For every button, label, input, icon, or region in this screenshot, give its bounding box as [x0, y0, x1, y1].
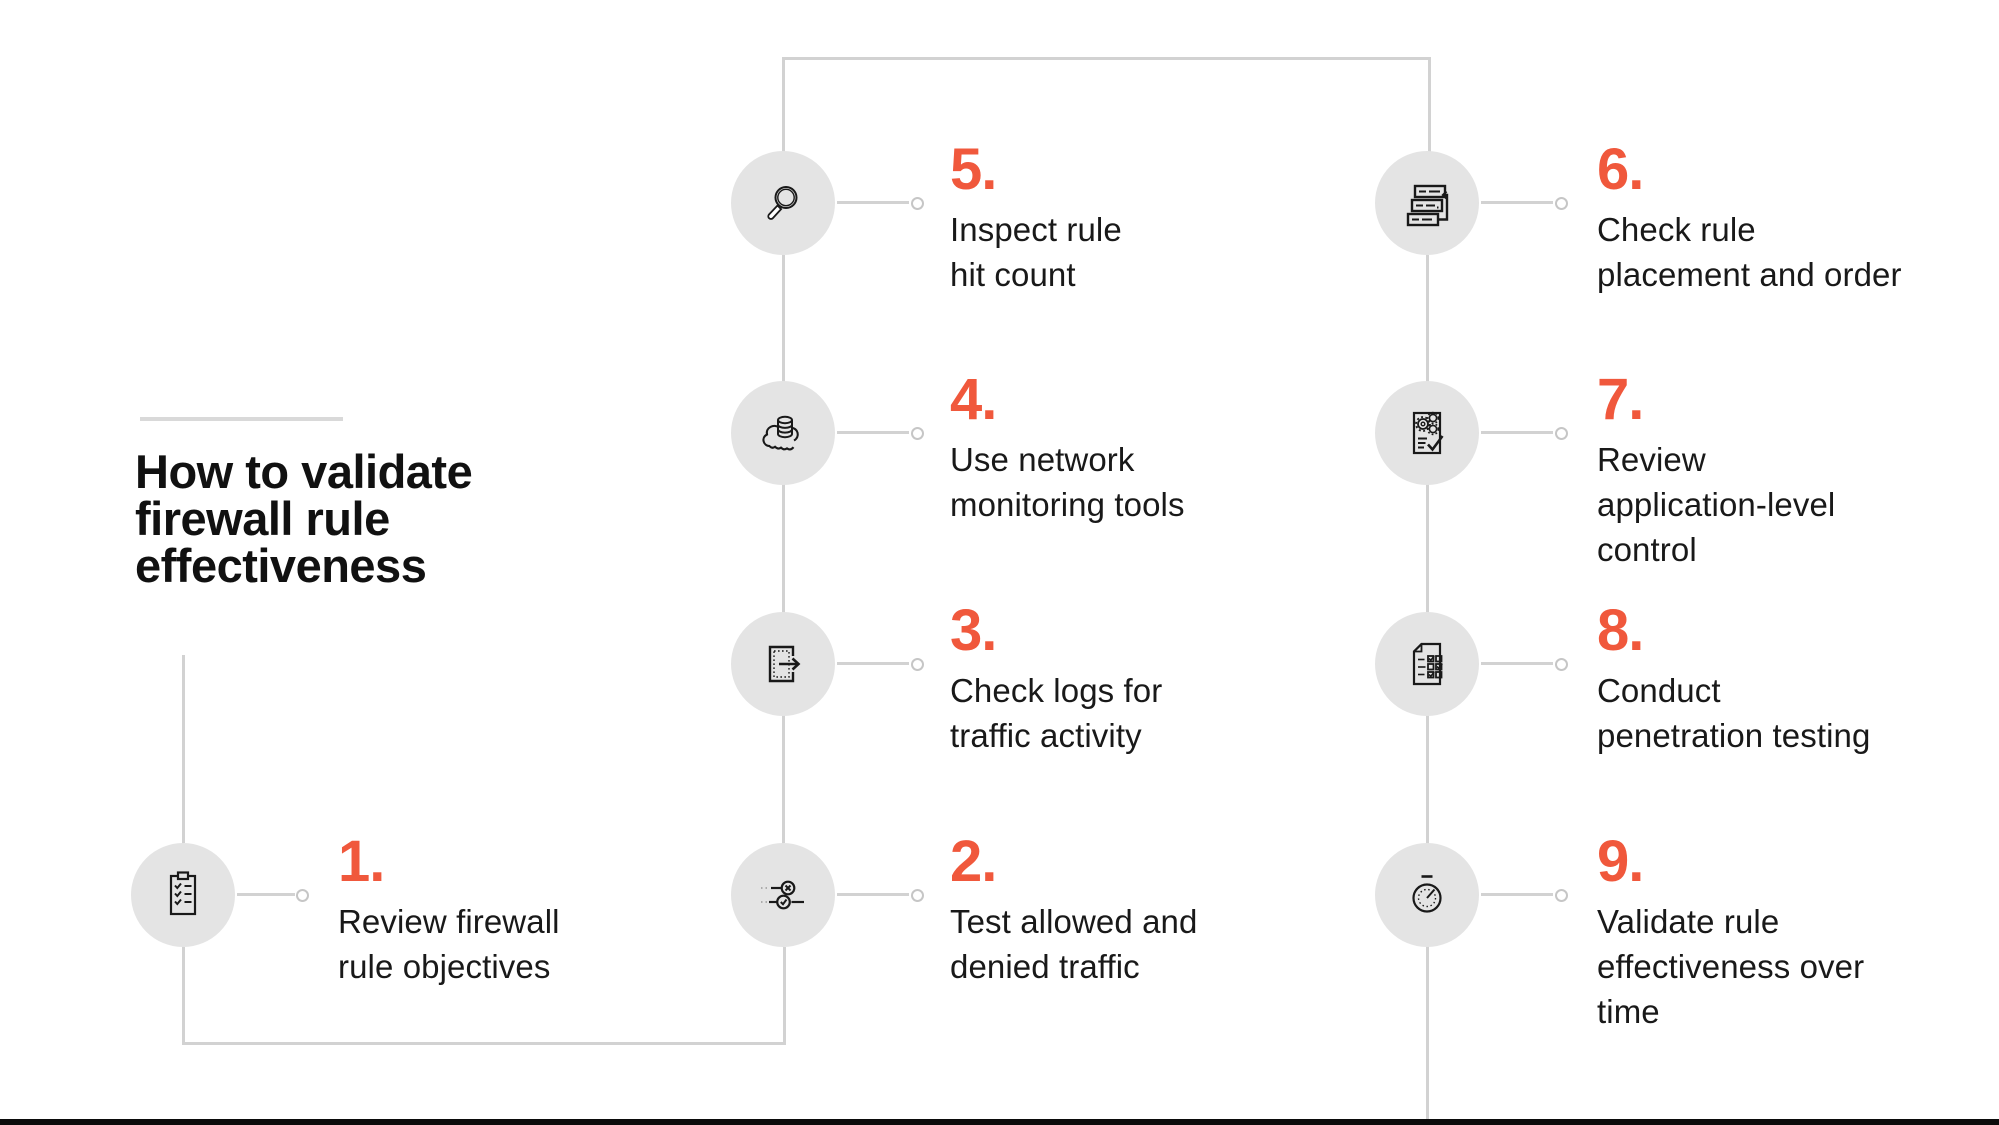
- step4-number: 4.: [950, 367, 997, 432]
- step8-text: 8. Conduct penetration testing: [1597, 602, 1870, 758]
- step6-connector: [1481, 201, 1553, 204]
- step1-number: 1.: [338, 829, 385, 894]
- step8-number: 8.: [1597, 598, 1644, 663]
- step8-line2: penetration testing: [1597, 717, 1871, 754]
- step5-connector: [837, 201, 909, 204]
- magnifier-icon: [767, 186, 798, 220]
- step5-connector-ring: [911, 197, 924, 210]
- step7-line3: control: [1597, 531, 1697, 568]
- clipboard-checklist-icon: [169, 871, 197, 916]
- step7-number: 7.: [1597, 367, 1644, 432]
- step8-connector: [1481, 662, 1553, 665]
- step6-icon-circle: [1375, 151, 1479, 255]
- step6-text: 6. Check rule placement and order: [1597, 141, 1902, 297]
- step6-number: 6.: [1597, 137, 1644, 202]
- step3-number: 3.: [950, 598, 997, 663]
- step2-number: 2.: [950, 829, 997, 894]
- step8-icon-circle: [1375, 612, 1479, 716]
- step9-line1: Validate rule: [1597, 903, 1780, 940]
- step6-connector-ring: [1555, 197, 1568, 210]
- step3-line2: traffic activity: [950, 717, 1142, 754]
- bottom-rule-bar: [0, 1119, 1999, 1125]
- page-title-line: firewall rule: [135, 492, 390, 545]
- step5-line1: Inspect rule: [950, 211, 1122, 248]
- cloud-database-icon: [762, 415, 799, 451]
- allow-deny-traffic-icon: [761, 880, 804, 910]
- step9-connector-ring: [1555, 889, 1568, 902]
- step4-icon-circle: [731, 381, 835, 485]
- step4-connector: [837, 431, 909, 434]
- step9-number: 9.: [1597, 829, 1644, 894]
- step2-line1: Test allowed and: [950, 903, 1198, 940]
- step2-text: 2. Test allowed and denied traffic: [950, 833, 1197, 989]
- page-title: How to validate firewall rule effectiven…: [135, 445, 473, 592]
- page-title-line: How to validate: [135, 445, 473, 498]
- step9-line2: effectiveness over: [1597, 948, 1865, 985]
- step5-line2: hit count: [950, 256, 1076, 293]
- step1-line2: rule objectives: [338, 948, 551, 985]
- step3-connector: [837, 662, 909, 665]
- step1-text: 1. Review firewall rule objectives: [338, 833, 560, 989]
- page-title-line: effectiveness: [135, 539, 427, 592]
- step1-line1: Review firewall: [338, 903, 560, 940]
- step2-connector: [837, 893, 909, 896]
- step5-to-step6-path: [782, 57, 1431, 154]
- step6-line1: Check rule: [1597, 211, 1756, 248]
- title-to-step1-line: [182, 655, 185, 843]
- step6-line2: placement and order: [1597, 256, 1902, 293]
- rule-order-icon: [1406, 184, 1449, 227]
- step5-text: 5. Inspect rule hit count: [950, 141, 1122, 297]
- step5-icon-circle: [731, 151, 835, 255]
- step4-line2: monitoring tools: [950, 486, 1185, 523]
- stopwatch-icon: [1412, 875, 1442, 913]
- step1-icon-circle: [131, 843, 235, 947]
- step9-icon-circle: [1375, 843, 1479, 947]
- step3-line1: Check logs for: [950, 672, 1163, 709]
- step8-connector-ring: [1555, 658, 1568, 671]
- step7-connector-ring: [1555, 427, 1568, 440]
- step7-connector: [1481, 431, 1553, 434]
- step1-to-step2-path: [182, 947, 786, 1045]
- step3-text: 3. Check logs for traffic activity: [950, 602, 1162, 758]
- step9-connector: [1481, 893, 1553, 896]
- step7-text: 7. Review application-level control: [1597, 371, 1835, 572]
- step1-connector-ring: [296, 889, 309, 902]
- step3-icon-circle: [731, 612, 835, 716]
- step3-connector-ring: [911, 658, 924, 671]
- step2-line2: denied traffic: [950, 948, 1140, 985]
- penetration-test-checklist-icon: [1412, 642, 1443, 686]
- step7-line2: application-level: [1597, 486, 1836, 523]
- step5-number: 5.: [950, 137, 997, 202]
- step4-line1: Use network: [950, 441, 1135, 478]
- step9-text: 9. Validate rule effectiveness over time: [1597, 833, 1864, 1034]
- step9-line3: time: [1597, 993, 1660, 1030]
- step4-connector-ring: [911, 427, 924, 440]
- step7-icon-circle: [1375, 381, 1479, 485]
- step2-icon-circle: [731, 843, 835, 947]
- middle-column-line: [782, 255, 785, 843]
- step2-connector-ring: [911, 889, 924, 902]
- document-gears-icon: [1412, 411, 1444, 455]
- title-accent-rule: [140, 417, 343, 421]
- log-export-icon: [768, 645, 801, 683]
- step7-line1: Review: [1597, 441, 1706, 478]
- step8-line1: Conduct: [1597, 672, 1721, 709]
- step4-text: 4. Use network monitoring tools: [950, 371, 1185, 527]
- step1-connector: [237, 893, 295, 896]
